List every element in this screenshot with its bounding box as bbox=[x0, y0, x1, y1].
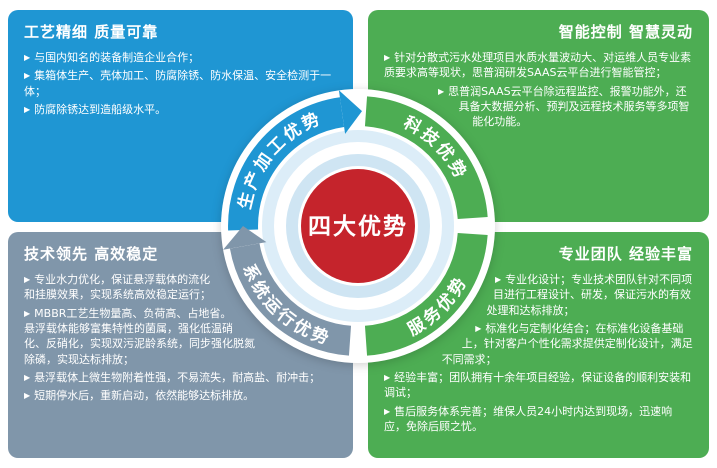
list-item: ▶悬浮载体上微生物附着性强，不易流失，耐高盐、耐冲击； bbox=[24, 370, 337, 385]
bullet-text: 针对分散式污水处理项目水质水量波动大、对运维人员专业素质要求高等现状，思普润研发… bbox=[384, 50, 692, 80]
list-item: ▶针对分散式污水处理项目水质水量波动大、对运维人员专业素质要求高等现状，思普润研… bbox=[384, 50, 693, 81]
list-item: ▶标准化与定制化结合；在标准化设备基础上，针对客户个性化需求提供定制化设计，满足… bbox=[384, 321, 693, 367]
bullet-text: 专业水力优化，保证悬浮载体的流化和挂膜效果，实现系统高效稳定运行； bbox=[24, 272, 211, 302]
list-item: ▶专业水力优化，保证悬浮载体的流化和挂膜效果，实现系统高效稳定运行； bbox=[24, 272, 337, 303]
blue-arrowhead-icon bbox=[338, 90, 362, 134]
bullet-arrow-icon: ▶ bbox=[384, 406, 391, 416]
bullet-text: MBBR工艺生物量高、负荷高、占地省。悬浮载体能够富集特性的菌属，强化低温硝化、… bbox=[24, 306, 255, 366]
bullet-arrow-icon: ▶ bbox=[24, 308, 31, 318]
bullet-text: 与国内知名的装备制造企业合作； bbox=[34, 50, 200, 64]
list-item: ▶MBBR工艺生物量高、负荷高、占地省。悬浮载体能够富集特性的菌属，强化低温硝化… bbox=[24, 306, 337, 368]
gray-arrowhead-icon bbox=[223, 226, 267, 250]
bullet-text: 防腐除锈达到造船级水平。 bbox=[34, 102, 167, 116]
list-item: ▶专业化设计；专业技术团队针对不同项目进行工程设计、研发，保证污水的有效处理和达… bbox=[384, 272, 693, 318]
bullet-text: 短期停水后，重新启动，依然能够达标排放。 bbox=[34, 389, 255, 403]
bullet-text: 售后服务体系完善；维保人员24小时内达到现场，迅速响应，免除后顾之忧。 bbox=[384, 404, 673, 434]
center-hub bbox=[301, 169, 415, 283]
panel-process-quality-title: 工艺精细 质量可靠 bbox=[24, 23, 159, 41]
bullet-arrow-icon: ▶ bbox=[384, 52, 391, 62]
list-item: ▶思普润SAAS云平台除远程监控、报警功能外，还具备大数据分析、预判及远程技术服… bbox=[384, 84, 693, 130]
bullet-arrow-icon: ▶ bbox=[24, 52, 31, 62]
bullet-arrow-icon: ▶ bbox=[24, 274, 31, 284]
bullet-arrow-icon: ▶ bbox=[475, 323, 482, 333]
list-item: ▶经验丰富；团队拥有十余年项目经验，保证设备的顺利安装和调试； bbox=[384, 370, 693, 401]
center-title: 四大优势 bbox=[308, 214, 408, 240]
bullet-arrow-icon: ▶ bbox=[24, 104, 31, 114]
bullet-text: 标准化与定制化结合；在标准化设备基础上，针对客户个性化需求提供定制化设计，满足不… bbox=[441, 321, 693, 366]
panel-intelligent-control-title: 智能控制 智慧灵动 bbox=[558, 23, 693, 41]
panel-professional-team-title: 专业团队 经验丰富 bbox=[558, 245, 693, 263]
bullet-arrow-icon: ▶ bbox=[384, 373, 391, 383]
bullet-arrow-icon: ▶ bbox=[24, 391, 31, 401]
wheel-svg: 生产加工优势 科技优势 系统运行优势 服务优势 四大优势 bbox=[221, 89, 495, 363]
bullet-text: 思普润SAAS云平台除远程监控、报警功能外，还具备大数据分析、预判及远程技术服务… bbox=[448, 84, 690, 129]
list-item: ▶集箱体生产、壳体加工、防腐除锈、防水保温、安全检测于一体； bbox=[24, 68, 337, 99]
list-item: ▶短期停水后，重新启动，依然能够达标排放。 bbox=[24, 388, 337, 403]
bullet-text: 集箱体生产、壳体加工、防腐除锈、防水保温、安全检测于一体； bbox=[24, 69, 332, 98]
list-item: ▶与国内知名的装备制造企业合作； bbox=[24, 50, 337, 65]
panel-technology-stability-title: 技术领先 高效稳定 bbox=[24, 245, 159, 263]
bullet-text: 经验丰富；团队拥有十余年项目经验，保证设备的顺利安装和调试； bbox=[384, 371, 692, 400]
list-item: ▶售后服务体系完善；维保人员24小时内达到现场，迅速响应，免除后顾之忧。 bbox=[384, 404, 693, 435]
bullet-arrow-icon: ▶ bbox=[437, 86, 445, 96]
bullet-arrow-icon: ▶ bbox=[24, 373, 31, 383]
bullet-arrow-icon: ▶ bbox=[24, 71, 31, 81]
bullet-text: 专业化设计；专业技术团队针对不同项目进行工程设计、研发，保证污水的有效处理和达标… bbox=[486, 272, 693, 317]
arc-production-advantage bbox=[228, 97, 345, 231]
arc-service-advantage bbox=[364, 232, 488, 356]
arc-technology-advantage bbox=[364, 96, 488, 220]
bullet-text: 悬浮载体上微生物附着性强，不易流失，耐高盐、耐冲击； bbox=[34, 371, 321, 385]
four-advantages-wheel: 生产加工优势 科技优势 系统运行优势 服务优势 四大优势 bbox=[221, 89, 495, 363]
list-item: ▶防腐除锈达到造船级水平。 bbox=[24, 102, 337, 117]
arc-system-operation-advantage bbox=[229, 242, 352, 356]
bullet-arrow-icon: ▶ bbox=[495, 274, 502, 284]
